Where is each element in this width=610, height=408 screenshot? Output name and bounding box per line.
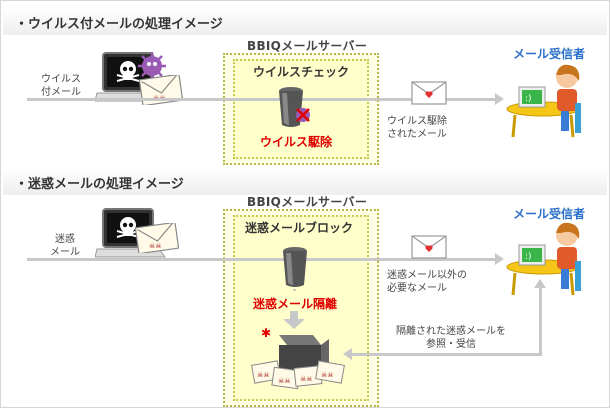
- svg-text:☠☠: ☠☠: [257, 371, 270, 379]
- section1-action-label: ウイルス駆除: [260, 135, 333, 149]
- svg-text:☠☠: ☠☠: [321, 371, 334, 379]
- virus-icon: [138, 52, 166, 80]
- section2-sender-label-line2: メール: [50, 247, 80, 258]
- section2-receiver-icon: :): [506, 222, 581, 296]
- section1-receiver-label: メール受信者: [513, 47, 586, 61]
- section2-quarantine-label: 隔離された迷惑メールを 参照・受信: [389, 325, 513, 351]
- section1-delivered-label: ウイルス駆除 されたメール: [387, 115, 471, 141]
- section2-block-label: 迷惑メールブロック: [245, 221, 354, 235]
- svg-text::): :): [525, 252, 532, 262]
- section1-header-band: [3, 7, 607, 35]
- section2-down-arrow: [283, 311, 305, 329]
- section2-server-label: BBIQメールサーバー: [247, 195, 368, 209]
- section2-return-arrowhead-up: [534, 279, 546, 288]
- spam-mail-icon: ☠☠: [135, 223, 179, 253]
- section1-flow-arrow: [27, 98, 497, 101]
- section1-title: ・ウイルス付メールの処理イメージ: [15, 17, 223, 32]
- section2-header-band: [3, 167, 607, 195]
- section2-delivered-line2: 必要なメール: [387, 283, 447, 294]
- svg-text:✱: ✱: [261, 326, 271, 340]
- section2-down-stub: [293, 289, 296, 291]
- section2-quarantine-line1: 隔離された迷惑メールを: [396, 326, 506, 337]
- section2-action-label: 迷惑メール隔離: [253, 297, 338, 311]
- section1-sender-label-line2: 付メール: [41, 87, 81, 98]
- section2-return-horizontal: [351, 353, 542, 356]
- svg-text:☠☠: ☠☠: [149, 242, 162, 250]
- section2-delivered-label: 迷惑メール以外の 必要なメール: [387, 269, 483, 295]
- section2-return-vertical: [539, 287, 542, 355]
- section1-server-label: BBIQメールサーバー: [247, 39, 368, 53]
- svg-text::): :): [525, 94, 532, 104]
- section2-title: ・迷惑メールの処理イメージ: [15, 177, 184, 192]
- section1-receiver-icon: :): [506, 64, 581, 138]
- section2-sender-label: 迷惑 メール: [45, 233, 85, 259]
- section1-delivered-line2: されたメール: [387, 129, 447, 140]
- section2-return-arrowhead-left: [343, 348, 352, 360]
- section2-sender-label-line1: 迷惑: [55, 234, 75, 245]
- section1-clean-mail-icon: [411, 81, 447, 105]
- section2-quarantine-line2: 参照・受信: [426, 339, 476, 350]
- section2-trash-icon: [283, 247, 307, 287]
- section1-flow-arrowhead: [495, 93, 504, 105]
- svg-text:☠☠: ☠☠: [278, 377, 291, 385]
- section1-trash-icon: [279, 87, 310, 127]
- section2-flow-arrowhead: [495, 253, 504, 265]
- section2-clean-mail-icon: [411, 235, 447, 259]
- svg-text:☠☠: ☠☠: [300, 375, 313, 383]
- section1-sender-label-line1: ウイルス: [41, 74, 81, 85]
- section1-check-label: ウイルスチェック: [253, 65, 350, 79]
- section2-receiver-label: メール受信者: [513, 207, 586, 221]
- section1-delivered-line1: ウイルス駆除: [387, 116, 447, 127]
- section2-flow-arrow: [27, 258, 497, 261]
- quarantine-box-icon: ✱ ☠☠ ☠☠ ☠☠ ☠☠: [251, 326, 345, 390]
- section2-delivered-line1: 迷惑メール以外の: [387, 270, 467, 281]
- section1-sender-label: ウイルス 付メール: [35, 73, 87, 99]
